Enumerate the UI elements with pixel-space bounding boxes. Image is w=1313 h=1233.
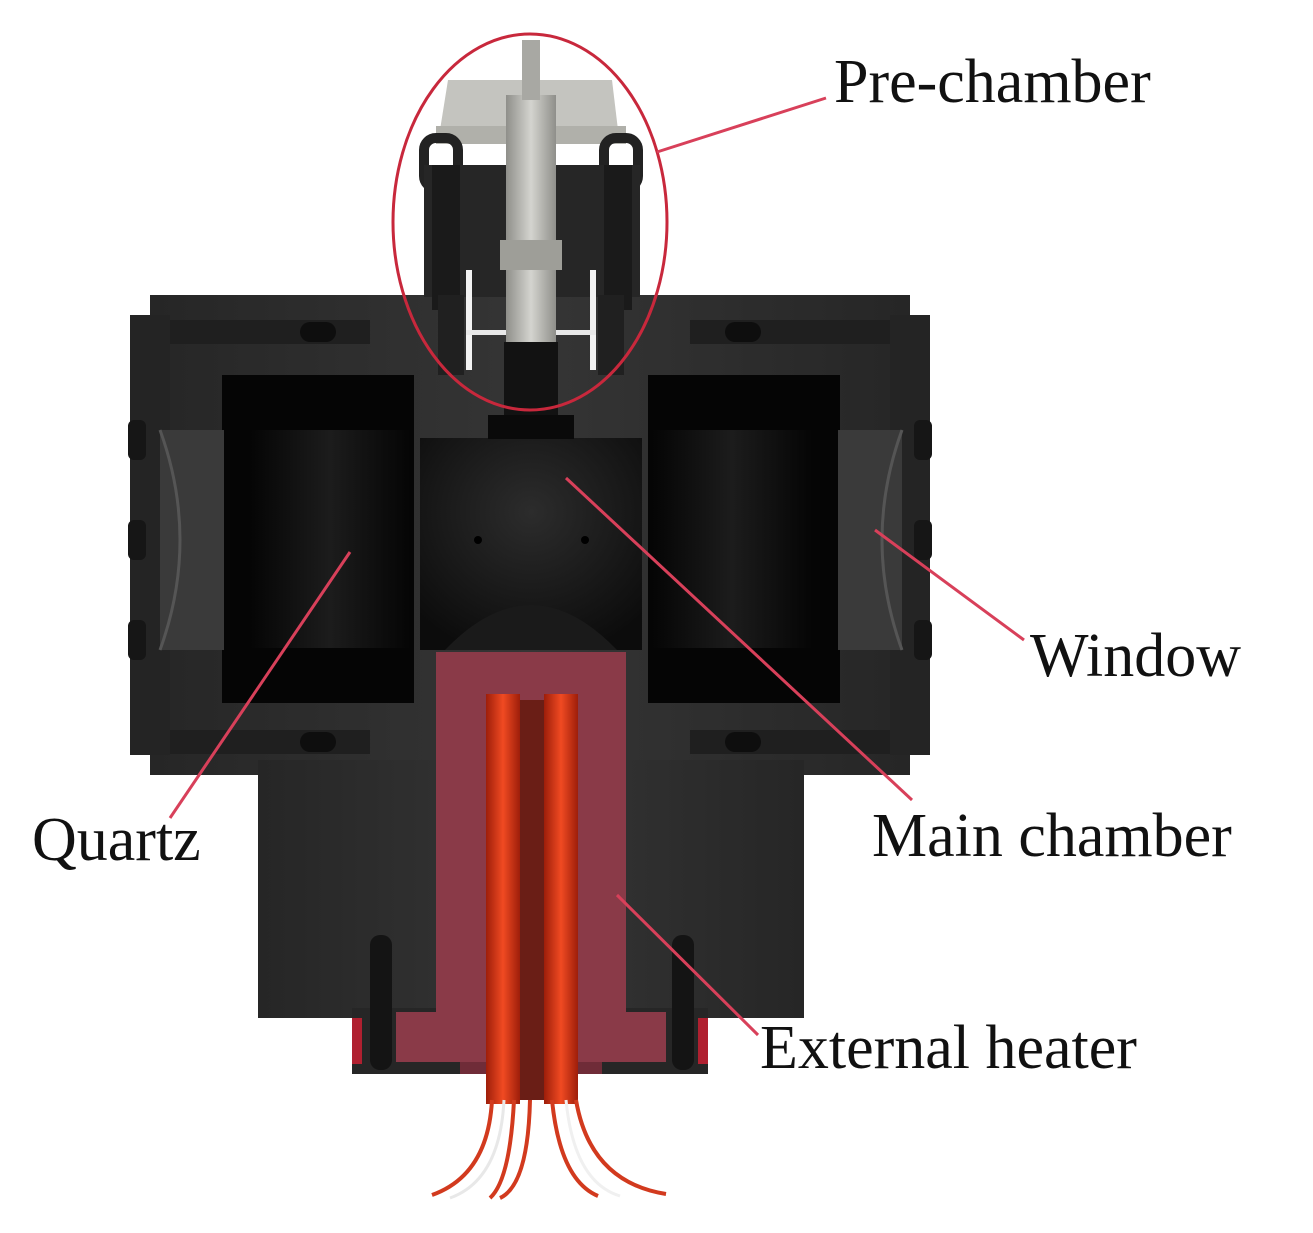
label-main-chamber: Main chamber <box>872 802 1232 870</box>
main-chamber <box>420 438 642 650</box>
label-external-heater: External heater <box>760 1014 1137 1082</box>
external-heater <box>396 652 667 1200</box>
label-pre-chamber: Pre-chamber <box>834 48 1151 116</box>
leader-quartz <box>168 551 352 819</box>
quartz-cavity-left <box>158 375 414 703</box>
leader-pre-chamber <box>656 96 827 154</box>
leader-external-heater <box>615 893 760 1037</box>
label-quartz: Quartz <box>32 806 201 874</box>
label-window: Window <box>1030 622 1241 690</box>
pre-chamber-highlight-ring <box>391 32 669 412</box>
leader-lines <box>168 96 1025 1037</box>
leader-main-chamber <box>564 476 914 802</box>
leader-window <box>874 528 1025 642</box>
pre-chamber <box>419 40 643 439</box>
quartz-cavity-right <box>648 375 904 703</box>
